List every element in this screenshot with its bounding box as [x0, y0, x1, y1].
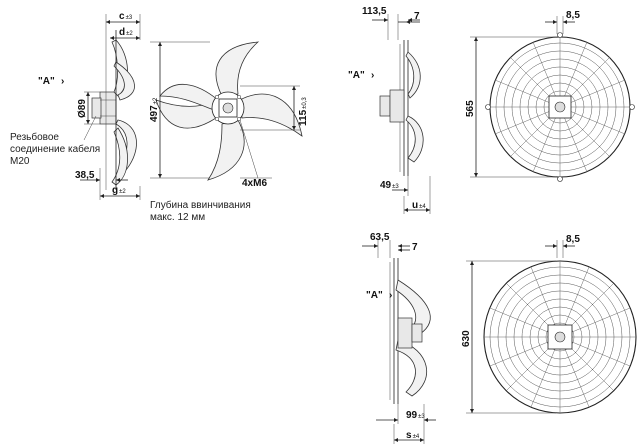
- side-view: "A" › c±3 d±2 Ø89 38,5: [38, 11, 141, 200]
- dim-565-label: 565: [465, 100, 476, 117]
- dim-113-5-label: 113,5: [362, 6, 387, 17]
- chevron-right-icon: ›: [61, 76, 64, 87]
- screw-note-line-1: Глубина ввинчивания: [150, 200, 251, 211]
- dim-99-label: 99±3: [406, 410, 425, 421]
- dim-c-label: c±3: [119, 11, 133, 22]
- variant-630-front-view: 630 8,5: [461, 234, 637, 414]
- cable-note-line-3: М20: [10, 156, 30, 167]
- cable-connection-note: Резьбовое соединение кабеля М20: [10, 132, 100, 168]
- view-marker-a-3: "A": [366, 290, 383, 301]
- dim-115-label: 115±0,3: [298, 97, 309, 126]
- dim-7-label: 7: [414, 11, 420, 22]
- chevron-right-icon: ›: [371, 70, 374, 81]
- variant-565-front-view: 565 8,5: [465, 10, 635, 182]
- dim-s-label: s±4: [406, 430, 420, 441]
- dim-diameter-label: Ø89: [77, 99, 88, 118]
- dim-thread-label: 4xM6: [242, 178, 267, 189]
- screw-depth-note: Глубина ввинчивания макс. 12 мм: [150, 200, 251, 224]
- motor-housing: [99, 91, 117, 125]
- dim-497-label: 497±2: [149, 97, 160, 122]
- dim-7-label-630: 7: [412, 242, 418, 253]
- dim-u-label: u±4: [412, 200, 426, 211]
- blade-side-4: [111, 127, 128, 186]
- dim-8-5-label: 8,5: [566, 10, 580, 21]
- dim-8-5-label-630: 8,5: [566, 234, 580, 245]
- cable-gland-630: [411, 323, 423, 343]
- cable-gland: [91, 97, 102, 119]
- variant-565-side-view: "A" › 113,5 7 49±3 u±4: [348, 6, 431, 214]
- view-marker-a-2: "A": [348, 70, 365, 81]
- blade-side-2: [113, 61, 135, 101]
- front-view: 497±2 115±0,3 4xM6: [149, 41, 309, 189]
- variant-630-side-view: "A" › 63,5 7 99±3 s±4: [362, 232, 436, 444]
- cable-gland-565: [379, 95, 391, 117]
- dim-38-5-label: 38,5: [75, 170, 95, 181]
- view-marker-a: "A": [38, 76, 55, 87]
- fan-blade-2: [239, 93, 303, 137]
- dim-g-label: g±2: [112, 185, 126, 196]
- dim-49-label: 49±3: [380, 180, 399, 191]
- cable-note-line-2: соединение кабеля: [10, 144, 101, 155]
- chevron-right-icon: ›: [389, 290, 392, 301]
- fan-blade-1: [215, 41, 260, 97]
- cable-note-line-1: Резьбовое: [10, 132, 59, 143]
- dim-630-label: 630: [461, 330, 472, 347]
- fan-blade-3: [207, 119, 245, 181]
- dim-d-label: d±2: [119, 27, 133, 38]
- dim-63-5-label: 63,5: [370, 232, 390, 243]
- motor-housing-630: [397, 317, 413, 349]
- screw-note-line-2: макс. 12 мм: [150, 212, 206, 223]
